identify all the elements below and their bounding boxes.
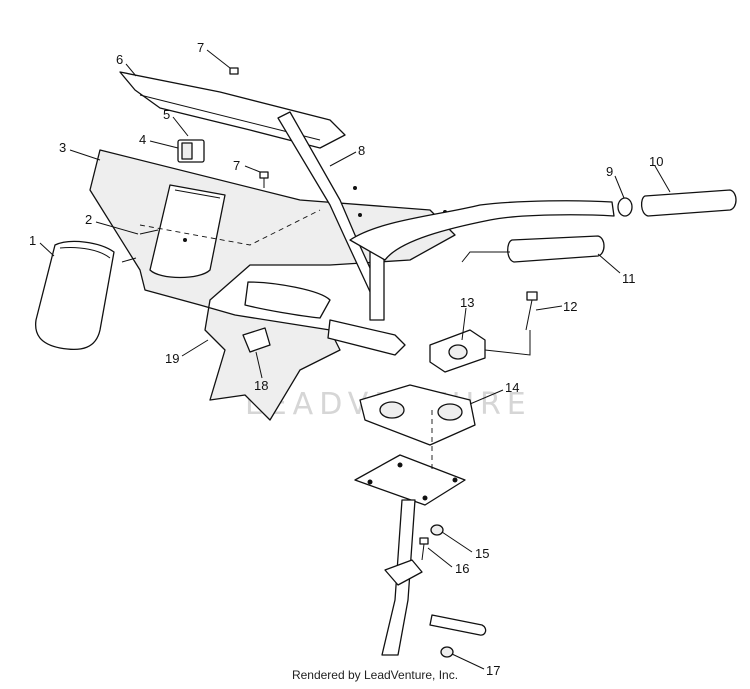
part-13-clamp	[429, 329, 531, 373]
leader-lines	[39, 49, 671, 670]
part-handlebar	[349, 200, 615, 261]
callout-6: 6	[116, 52, 123, 67]
part-10-grip	[640, 189, 737, 217]
callout-7b: 7	[233, 158, 240, 173]
callout-17: 17	[486, 663, 500, 678]
part-6-top-cover	[119, 71, 346, 149]
callout-14: 14	[505, 380, 519, 395]
part-7-screw-lower	[259, 171, 269, 188]
part-4-5-switch	[177, 139, 205, 163]
callout-5: 5	[163, 107, 170, 122]
callout-1: 1	[29, 233, 36, 248]
callout-10: 10	[649, 154, 663, 169]
callout-9: 9	[606, 164, 613, 179]
part-14-riser-block	[359, 384, 476, 446]
callout-4: 4	[139, 132, 146, 147]
callout-3: 3	[59, 140, 66, 155]
callout-2: 2	[85, 212, 92, 227]
part-7-screw-upper	[229, 67, 239, 75]
part-2-screw	[121, 229, 159, 263]
part-17-nut	[440, 646, 454, 658]
part-11-heated-grip	[461, 235, 605, 263]
part-pin	[429, 614, 487, 636]
part-1-side-panel	[34, 240, 115, 351]
part-12-bolt	[525, 291, 538, 331]
callout-7a: 7	[197, 40, 204, 55]
footer-credit: Rendered by LeadVenture, Inc.	[291, 668, 459, 682]
callout-18: 18	[254, 378, 268, 393]
part-18-spacer-block	[242, 327, 271, 353]
callout-11: 11	[622, 271, 636, 286]
callout-19: 19	[165, 351, 179, 366]
part-steering-post	[354, 410, 466, 656]
part-9-bar-end	[617, 197, 633, 217]
callout-8: 8	[358, 143, 365, 158]
part-16-bolt	[419, 537, 429, 561]
callout-12: 12	[563, 299, 577, 314]
callout-15: 15	[475, 546, 489, 561]
part-3-front-body	[89, 149, 456, 421]
callout-16: 16	[455, 561, 469, 576]
part-15-nut	[430, 524, 444, 536]
callout-13: 13	[460, 295, 474, 310]
